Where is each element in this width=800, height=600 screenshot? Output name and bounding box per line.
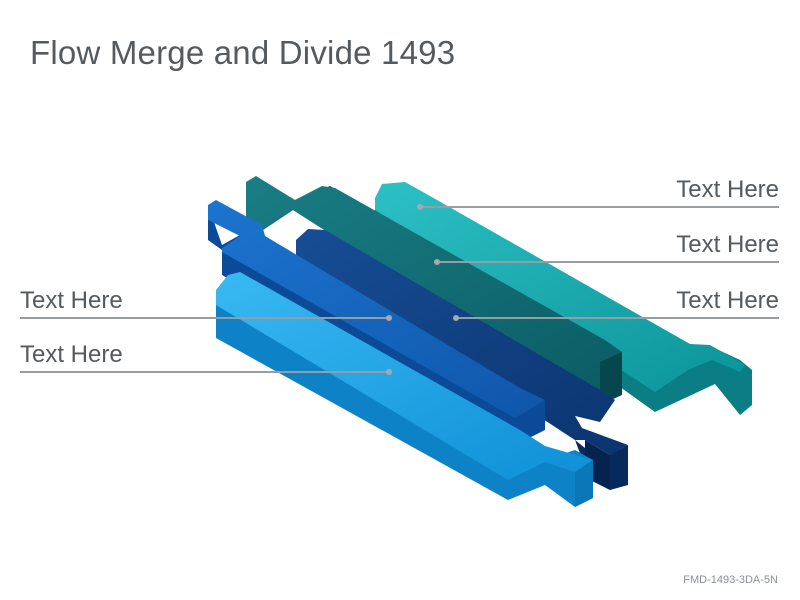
label-right-1: Text Here bbox=[676, 176, 779, 203]
callout-dots bbox=[386, 204, 459, 375]
bar-teal-light bbox=[375, 182, 752, 415]
page-title: Flow Merge and Divide 1493 bbox=[30, 34, 456, 71]
bar-sky bbox=[216, 272, 593, 507]
bar-teal-dark-top bbox=[246, 176, 622, 405]
callout-dot-right-2 bbox=[434, 259, 440, 265]
callout-dot-left-2 bbox=[386, 369, 392, 375]
label-left-1: Text Here bbox=[20, 287, 123, 314]
label-right-2: Text Here bbox=[676, 231, 779, 258]
bar-sky-front bbox=[575, 460, 593, 507]
diagram-code: FMD-1493-3DA-5N bbox=[683, 574, 778, 586]
bar-blue-top bbox=[208, 200, 545, 418]
bar-teal-light-top bbox=[375, 182, 745, 392]
label-right-3: Text Here bbox=[676, 287, 779, 314]
bar-navy-top bbox=[296, 229, 628, 455]
bar-sky-top bbox=[216, 272, 593, 480]
callout-dot-left-1 bbox=[386, 315, 392, 321]
bar-blue bbox=[208, 200, 545, 445]
callouts bbox=[20, 206, 779, 373]
label-left-2: Text Here bbox=[20, 341, 123, 368]
callout-dot-right-1 bbox=[417, 204, 423, 210]
callout-dot-right-3 bbox=[453, 315, 459, 321]
bar-sky-side bbox=[216, 290, 593, 507]
